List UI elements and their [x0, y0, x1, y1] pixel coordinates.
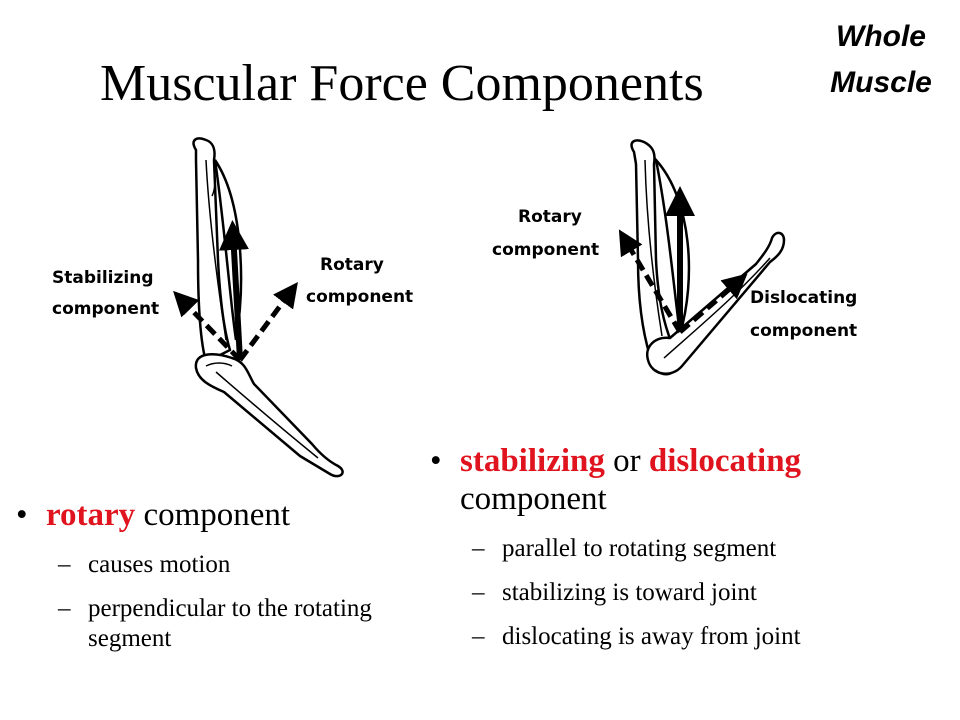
list-item: dislocating is away from joint	[430, 622, 955, 652]
bullet-rest-text: component	[460, 481, 607, 517]
right-dislocating-arrow	[678, 273, 748, 334]
page-title: Muscular Force Components	[100, 55, 704, 112]
left-force-arrows	[173, 220, 298, 362]
right-dislocating-label-line1: Dislocating	[750, 288, 857, 308]
rotary-component-bullet: rotary component	[16, 496, 426, 534]
corner-label-line2: Muscle	[830, 66, 932, 99]
right-dislocating-label-line2: component	[750, 321, 857, 341]
left-bullet-list: rotary component causes motion perpendic…	[16, 496, 426, 654]
stabilizing-dislocating-bullet: stabilizing or dislocating component	[430, 442, 955, 518]
stabilizing-highlight: stabilizing	[460, 443, 605, 479]
left-arm-diagram: Stabilizing component Rotary component	[52, 137, 413, 478]
dislocating-highlight: dislocating	[648, 443, 802, 479]
list-item: parallel to rotating segment	[430, 534, 955, 564]
list-item: perpendicular to the rotating segment	[16, 594, 426, 654]
bullet-middle-text: or	[604, 443, 649, 479]
force-diagrams: Stabilizing component Rotary component R…	[52, 137, 857, 478]
left-muscle-force-arrow	[219, 220, 249, 361]
left-rotary-label-line1: Rotary	[320, 255, 384, 275]
list-item: stabilizing is toward joint	[430, 578, 955, 608]
corner-label: Whole Muscle	[800, 14, 960, 106]
left-humerus-bone	[192, 137, 232, 364]
right-bullet-list: stabilizing or dislocating component par…	[430, 442, 955, 652]
right-force-arrows	[618, 186, 748, 334]
rotary-highlight: rotary	[46, 497, 136, 533]
right-arm-diagram: Rotary component Dislocating component	[492, 139, 857, 376]
corner-label-line1: Whole	[836, 20, 926, 53]
right-rotary-arrow	[618, 229, 683, 334]
left-stabilizing-arrow	[173, 290, 242, 362]
rotary-bullet-rest: component	[135, 497, 291, 533]
right-rotary-label-line2: component	[492, 240, 599, 260]
right-humerus-bone	[630, 139, 674, 358]
left-rotary-label-line2: component	[306, 287, 413, 307]
left-forearm-bone	[194, 353, 344, 478]
left-stabilizing-label-line1: Stabilizing	[52, 268, 154, 288]
list-item: causes motion	[16, 550, 426, 580]
left-rotary-arrow	[237, 281, 298, 362]
right-rotary-label-line1: Rotary	[518, 207, 582, 227]
left-stabilizing-label-line2: component	[52, 299, 159, 319]
